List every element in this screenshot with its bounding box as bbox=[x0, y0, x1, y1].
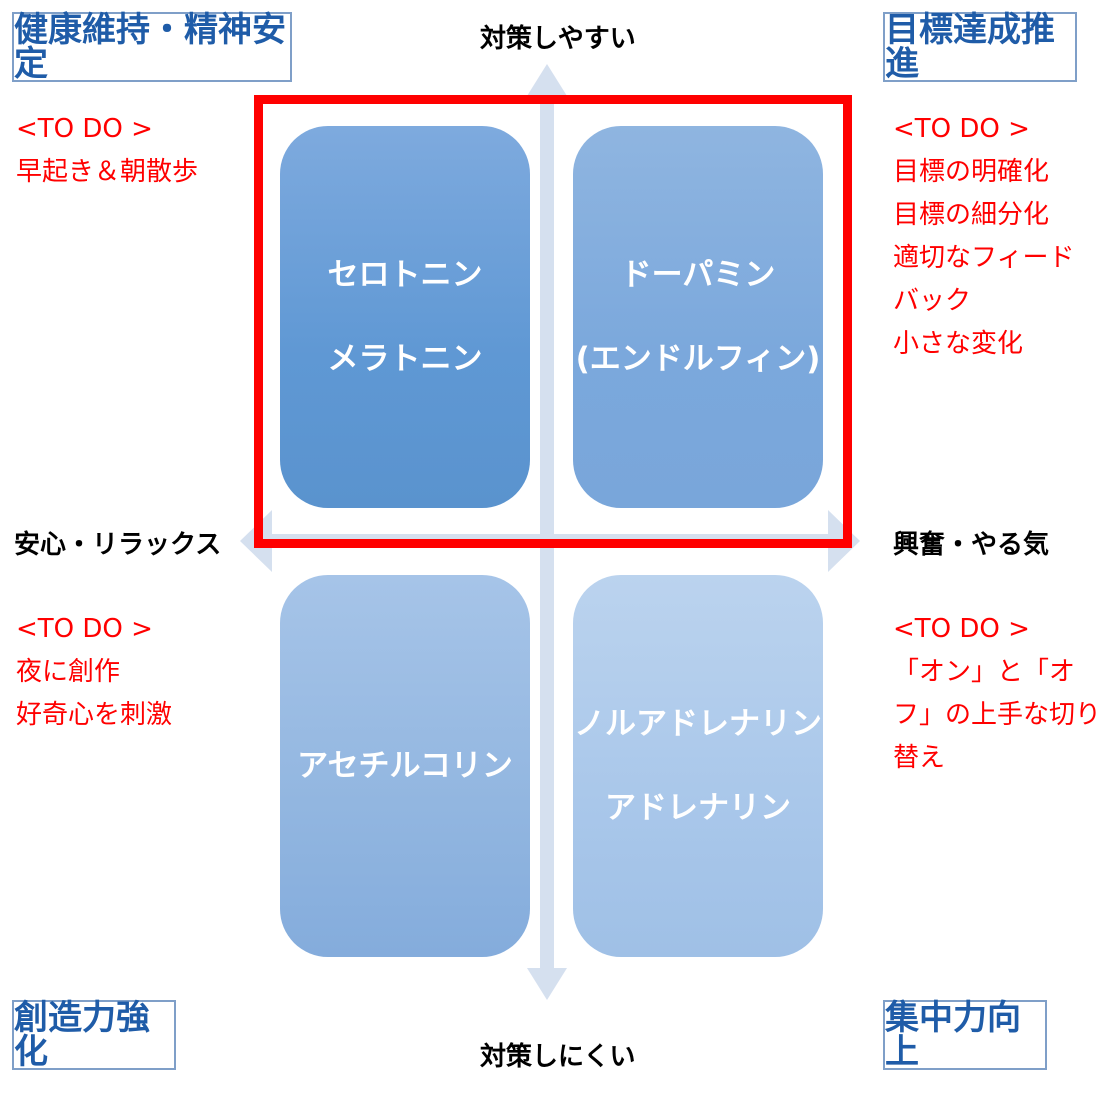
quadrant-label: メラトニン bbox=[327, 341, 483, 377]
todo-item: 目標の明確化 bbox=[893, 157, 1050, 187]
axis-label-top: 対策しやすい bbox=[480, 24, 636, 54]
quadrant-noradrenaline: ノルアドレナリン アドレナリン bbox=[573, 575, 823, 957]
quadrant-label: アドレナリン bbox=[605, 790, 791, 826]
todo-list-top-right: <TO DO > 目標の明確化 目標の細分化 適切なフィード バック 小さな変化 bbox=[893, 108, 1074, 366]
axis-label-bottom: 対策しにくい bbox=[480, 1042, 636, 1072]
todo-item: 小さな変化 bbox=[893, 329, 1024, 359]
todo-heading: <TO DO > bbox=[16, 614, 153, 644]
quadrant-acetylcholine: アセチルコリン bbox=[280, 575, 530, 957]
todo-item: フ」の上手な切り bbox=[893, 700, 1098, 730]
todo-item: 「オン」と「オ bbox=[893, 657, 1076, 687]
quadrant-serotonin: セロトニン メラトニン bbox=[280, 126, 530, 508]
todo-item: 適切なフィード bbox=[893, 243, 1075, 273]
todo-heading: <TO DO > bbox=[893, 614, 1030, 644]
todo-item: バック bbox=[893, 286, 972, 316]
todo-item: 替え bbox=[893, 743, 946, 773]
quadrant-label: セロトニン bbox=[327, 257, 483, 293]
vertical-axis-shaft bbox=[540, 92, 554, 970]
quadrant-label: アセチルコリン bbox=[297, 748, 513, 784]
corner-label-top-right: 目標達成推進 bbox=[885, 10, 1055, 84]
down-arrow-head bbox=[527, 968, 567, 1000]
highlight-frame bbox=[254, 95, 852, 548]
todo-list-bottom-left: <TO DO > 夜に創作 好奇心を刺激 bbox=[16, 608, 172, 737]
corner-label-top-left: 健康維持・精神安定 bbox=[14, 10, 286, 84]
todo-heading: <TO DO > bbox=[893, 114, 1030, 144]
quadrant-label: ノルアドレナリン bbox=[574, 706, 822, 742]
todo-list-bottom-right: <TO DO > 「オン」と「オ フ」の上手な切り 替え bbox=[893, 608, 1098, 780]
quadrant-label: ドーパミン bbox=[620, 257, 776, 293]
quadrant-dopamine: ドーパミン (エンドルフィン) bbox=[573, 126, 823, 508]
todo-list-top-left: <TO DO > 早起き＆朝散歩 bbox=[16, 108, 198, 194]
todo-item: 目標の細分化 bbox=[893, 200, 1050, 230]
corner-box-focus: 集中力向上 bbox=[883, 1000, 1047, 1070]
quadrant-label: (エンドルフィン) bbox=[575, 341, 821, 377]
corner-label-bottom-left: 創造力強化 bbox=[14, 998, 150, 1072]
axis-label-right: 興奮・やる気 bbox=[893, 530, 1050, 560]
up-arrow-head bbox=[527, 64, 567, 96]
corner-label-bottom-right: 集中力向上 bbox=[885, 998, 1021, 1072]
corner-box-creativity: 創造力強化 bbox=[12, 1000, 176, 1070]
corner-box-goal: 目標達成推進 bbox=[883, 12, 1077, 82]
todo-item: 夜に創作 bbox=[16, 657, 121, 687]
todo-item: 好奇心を刺激 bbox=[16, 700, 173, 730]
corner-box-health: 健康維持・精神安定 bbox=[12, 12, 292, 82]
axis-label-left: 安心・リラックス bbox=[14, 530, 222, 560]
todo-heading: <TO DO > bbox=[16, 114, 153, 144]
todo-item: 早起き＆朝散歩 bbox=[16, 157, 199, 187]
